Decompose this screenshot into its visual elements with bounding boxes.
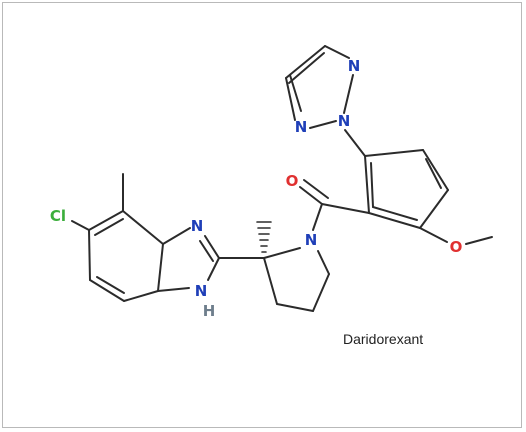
- atom-label: N: [348, 57, 361, 75]
- figure-frame: [2, 2, 522, 428]
- atom-label: H: [203, 302, 216, 320]
- bond: [89, 279, 125, 302]
- bond: [303, 179, 329, 199]
- stereo-wedge: [256, 221, 272, 253]
- bond: [122, 210, 164, 245]
- bond: [94, 218, 124, 236]
- compound-name-caption: Daridorexant: [343, 331, 424, 347]
- bond: [88, 229, 91, 281]
- bond: [419, 227, 448, 243]
- bond: [422, 149, 449, 191]
- atom-label: N: [191, 217, 204, 235]
- bond: [425, 158, 442, 189]
- atom-label: N: [338, 112, 351, 130]
- bond: [368, 212, 421, 229]
- bond: [199, 240, 214, 262]
- bond: [317, 250, 330, 275]
- bond: [343, 74, 354, 114]
- atom-label: Cl: [50, 207, 66, 225]
- bond: [312, 273, 330, 312]
- bond: [204, 235, 220, 259]
- bond: [299, 186, 323, 205]
- bond: [285, 45, 326, 79]
- bond: [157, 243, 164, 292]
- bond: [419, 189, 449, 229]
- atom-label: N: [295, 118, 308, 136]
- atom-labels: N N N O O N N N H Cl: [50, 57, 462, 320]
- bond: [465, 236, 493, 245]
- atom-label: O: [450, 238, 463, 256]
- bond: [88, 210, 124, 231]
- bond: [321, 203, 370, 214]
- bond: [372, 206, 418, 221]
- bond: [96, 276, 125, 294]
- bond: [288, 52, 325, 84]
- atom-label: O: [286, 172, 299, 190]
- bond: [309, 120, 337, 129]
- bond: [344, 129, 366, 157]
- bond: [207, 257, 220, 281]
- bond: [364, 149, 424, 157]
- bond: [364, 155, 370, 214]
- bond: [157, 287, 190, 292]
- bonds: [71, 45, 493, 312]
- bond: [162, 227, 191, 245]
- bond: [276, 303, 314, 312]
- atom-label: N: [195, 282, 208, 300]
- bond: [123, 290, 159, 302]
- bond: [370, 162, 374, 208]
- bond: [263, 247, 301, 259]
- bond: [263, 257, 278, 305]
- atom-label: N: [305, 231, 318, 249]
- bond: [312, 203, 323, 231]
- bond: [285, 77, 296, 121]
- bond: [324, 45, 350, 59]
- bond: [71, 220, 90, 231]
